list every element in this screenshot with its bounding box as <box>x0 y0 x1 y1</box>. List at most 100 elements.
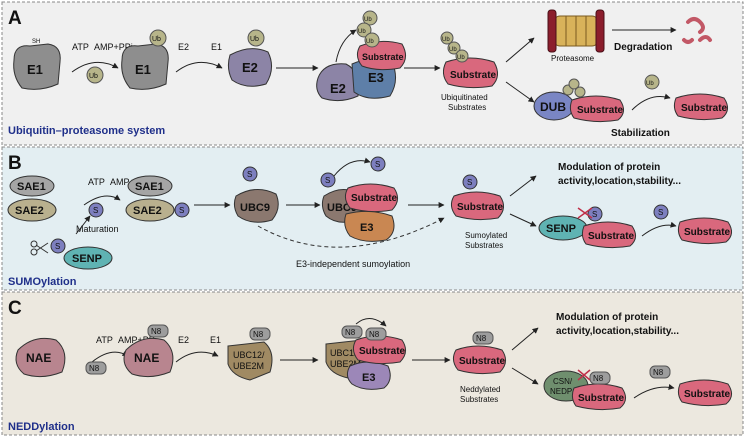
maturation-arrow <box>75 215 91 235</box>
modulation-label-b-2: activity,location,stability... <box>558 176 681 187</box>
degraded-peptides-icon <box>682 17 712 44</box>
svg-text:DUB: DUB <box>540 100 566 114</box>
panel-c-title: NEDDylation <box>8 421 75 433</box>
senp-enzyme-maturation: SENP <box>63 246 113 270</box>
svg-text:N8: N8 <box>345 328 356 337</box>
svg-text:Ub: Ub <box>358 29 366 35</box>
e1-arrow-label-c: E1 <box>210 335 221 345</box>
sae-sumo-complex: SAE1 SAE2 S <box>125 175 190 222</box>
ubc9-e3-substrate-complex: UBC9 E3 Substrate S S <box>320 156 398 242</box>
svg-text:UBC12/: UBC12/ <box>330 348 362 358</box>
panel-c: C NEDDylation NAE ATP AMP+PPi N8 NAE N8 … <box>1 291 744 436</box>
svg-text:Substrate: Substrate <box>684 227 731 238</box>
activation-arrow-b <box>83 194 121 206</box>
atp-label-a: ATP <box>72 42 89 52</box>
desumoylated-substrate: Substrate <box>677 217 732 245</box>
svg-text:E3: E3 <box>368 70 384 85</box>
ubiquitinated-label-2: Substrates <box>448 103 486 112</box>
ubc12-e3-substrate-complex: UBC12/ UBE2M E3 Substrate N8 N8 <box>325 318 406 390</box>
nae-enzyme: NAE <box>15 337 66 378</box>
sumoylated-label-1: Sumoylated <box>465 231 507 240</box>
svg-text:Substrate: Substrate <box>684 389 731 400</box>
svg-text:Substrate: Substrate <box>588 231 635 242</box>
svg-text:N8: N8 <box>653 368 664 377</box>
svg-text:SENP: SENP <box>546 223 576 235</box>
e1-ub-complex: E1 Ub <box>121 29 169 90</box>
nedd8-free: N8 <box>85 361 107 375</box>
svg-text:Ub: Ub <box>442 37 450 43</box>
arrow-to-proteasome <box>505 37 535 63</box>
proteasome-icon <box>547 9 605 53</box>
neddylated-label-2: Substrates <box>460 395 498 404</box>
sumoylated-substrate: Substrate S <box>450 174 504 221</box>
svg-text:Substrate: Substrate <box>359 346 406 357</box>
svg-text:Substrate: Substrate <box>578 393 625 404</box>
degradation-label: Degradation <box>614 42 672 53</box>
modulation-label-c-2: activity,location,stability... <box>556 326 679 337</box>
deneddylated-substrate: Substrate <box>677 379 732 407</box>
e2-ub-complex: E2 Ub <box>227 29 272 87</box>
e3-independent-arrow <box>257 217 445 248</box>
panel-a: A Ubiquitin–proteasome system E1 SH ATP … <box>1 1 744 146</box>
arrow-to-csn <box>511 367 539 385</box>
svg-text:Ub: Ub <box>449 47 457 53</box>
e1-label: E1 <box>27 62 43 77</box>
e1-enzyme: E1 SH <box>13 39 61 90</box>
svg-text:N8: N8 <box>593 374 604 383</box>
svg-text:SAE1: SAE1 <box>17 181 46 193</box>
svg-text:E3: E3 <box>360 222 373 234</box>
svg-text:Ub: Ub <box>366 39 374 45</box>
sumoylated-label-2: Substrates <box>465 241 503 250</box>
sae-enzyme: SAE1 SAE2 <box>7 175 57 222</box>
svg-text:SENP: SENP <box>72 253 102 265</box>
ub-free: Ub <box>86 66 104 84</box>
svg-text:UBC9: UBC9 <box>240 202 270 214</box>
arrow-to-modulation-b <box>509 175 537 197</box>
svg-text:Substrate: Substrate <box>450 70 497 81</box>
arrow-to-desumoylated <box>641 221 677 237</box>
svg-text:Ub: Ub <box>364 17 372 23</box>
transfer-arrow-a <box>175 61 223 73</box>
svg-text:Ub: Ub <box>646 81 654 87</box>
csn-substrate-complex: CSN/ NEDP1 Substrate N8 <box>543 369 626 411</box>
atp-label-c: ATP <box>96 335 113 345</box>
modulation-label-b-1: Modulation of protein <box>558 162 660 173</box>
svg-text:N8: N8 <box>253 330 264 339</box>
svg-text:NAE: NAE <box>26 351 51 365</box>
e1-arrow-label-a: E1 <box>211 42 222 52</box>
sh-label: SH <box>32 39 40 45</box>
svg-text:Substrate: Substrate <box>351 193 398 204</box>
sumo-precursor: S <box>50 238 66 254</box>
arrow-to-modulation-c <box>511 327 539 351</box>
panel-b-letter: B <box>8 153 22 174</box>
ubc9-sumo-complex: UBC9 S <box>233 166 279 223</box>
svg-text:N8: N8 <box>476 334 487 343</box>
svg-text:S: S <box>247 170 252 179</box>
proteasome-label: Proteasome <box>551 54 595 63</box>
svg-text:UBC12/: UBC12/ <box>233 350 265 360</box>
transfer-arrow-c <box>175 351 219 363</box>
svg-text:Substrate: Substrate <box>577 105 624 116</box>
panel-a-title: Ubiquitin–proteasome system <box>8 125 165 137</box>
amp-label-a: AMP+PPi <box>94 42 133 52</box>
ubiquitinated-substrate: Substrate Ub Ub Ub <box>440 31 498 89</box>
svg-text:S: S <box>375 160 380 169</box>
svg-text:SAE2: SAE2 <box>15 205 44 217</box>
svg-text:CSN/: CSN/ <box>553 377 573 386</box>
svg-text:E1: E1 <box>135 62 151 77</box>
svg-text:Ub: Ub <box>457 55 465 61</box>
ub-released-a: Ub <box>644 74 660 90</box>
dub-complex: DUB Substrate <box>533 78 624 123</box>
activation-arrow-a <box>71 61 119 73</box>
maturation-label: Maturation <box>76 224 119 234</box>
svg-text:Ub: Ub <box>152 36 161 43</box>
arrow-to-dub <box>505 81 535 103</box>
svg-text:S: S <box>55 242 60 251</box>
amp-label-c: AMP+PPi <box>118 335 157 345</box>
scissors-icon-b <box>30 240 49 256</box>
panel-b-title: SUMOylation <box>8 276 77 288</box>
svg-text:E3: E3 <box>362 372 375 384</box>
stabilized-substrate-a: Substrate <box>673 93 728 121</box>
svg-text:Ub: Ub <box>89 73 98 80</box>
